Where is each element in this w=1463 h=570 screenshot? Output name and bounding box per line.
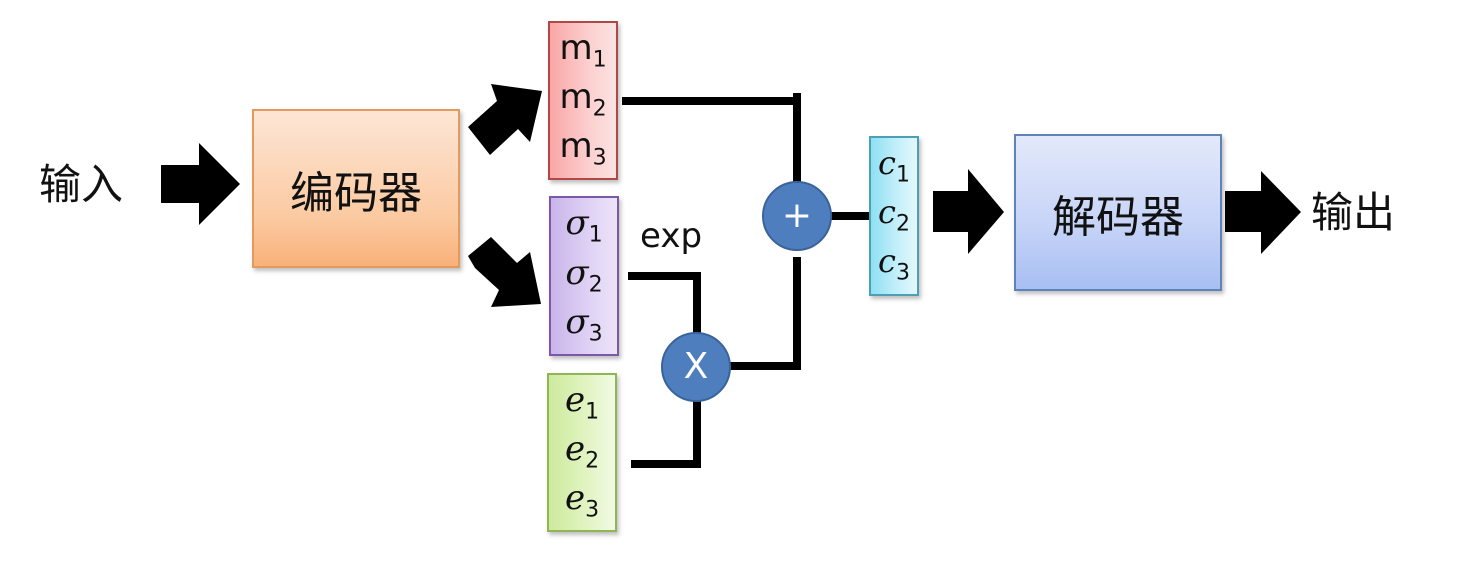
decoder-label: 解码器	[1052, 191, 1184, 243]
input-label: 输入	[39, 160, 124, 209]
encoder-block: 编码器	[252, 109, 460, 268]
noise-item: e3	[564, 478, 600, 523]
mean-item: m2	[559, 77, 607, 122]
noise-vector: e1 e2 e3	[547, 373, 617, 532]
output-label: 输出	[1311, 188, 1396, 237]
noise-item: e2	[564, 429, 600, 474]
sigma-item: σ1	[565, 203, 603, 248]
plus-symbol: +	[781, 195, 813, 236]
mean-item: m1	[559, 28, 607, 73]
sigma-item: σ2	[565, 252, 603, 298]
exp-label: exp	[640, 216, 703, 256]
wire-sigma-to-times	[628, 272, 701, 334]
code-vector: c1 c2 c3	[869, 136, 919, 296]
code-item: c1	[878, 143, 910, 188]
noise-item: e1	[564, 380, 600, 425]
wire-times-to-plus	[729, 257, 801, 370]
arrow-encoder-to-sigma	[468, 237, 541, 307]
code-item: c3	[878, 242, 910, 287]
plus-operator-icon: +	[762, 181, 832, 251]
encoder-label: 编码器	[290, 167, 422, 219]
sigma-item: σ3	[565, 301, 603, 347]
arrow-encoder-to-m	[468, 84, 542, 155]
arrow-c-to-decoder	[933, 169, 1004, 254]
mean-item: m3	[559, 126, 607, 171]
arrow-input-to-encoder	[161, 143, 240, 225]
wire-e-to-times	[631, 400, 701, 468]
decoder-block: 解码器	[1014, 134, 1222, 291]
multiply-symbol: X	[683, 346, 709, 387]
code-item: c2	[878, 193, 910, 237]
mean-vector: m1 m2 m3	[548, 21, 618, 180]
sigma-vector: σ1 σ2 σ3	[549, 196, 619, 356]
multiply-operator-icon: X	[661, 332, 731, 402]
arrow-decoder-to-output	[1225, 171, 1301, 254]
